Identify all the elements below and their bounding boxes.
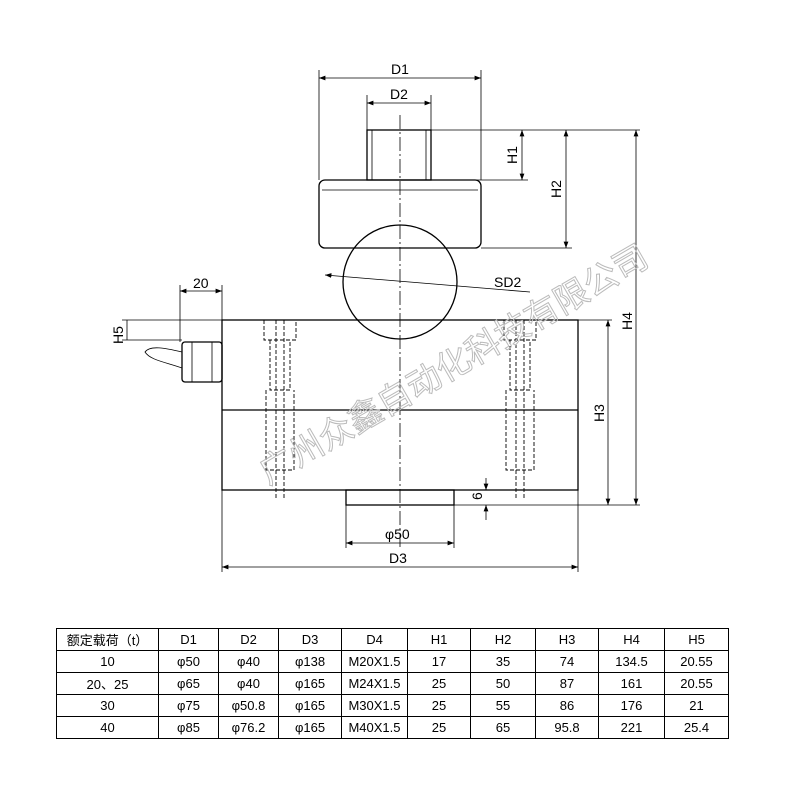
table-cell: 55 (470, 694, 536, 717)
table-cell: 50 (470, 672, 536, 695)
label-h4: H4 (619, 312, 635, 330)
table-cell: M24X1.5 (341, 672, 408, 695)
table-cell: 25 (407, 672, 471, 695)
table-cell: 17 (407, 650, 471, 673)
table-cell: φ65 (158, 672, 219, 695)
label-phi50: φ50 (385, 526, 410, 542)
table-cell: φ76.2 (218, 716, 279, 739)
table-cell: 10 (56, 650, 159, 673)
table-cell: 25 (407, 716, 471, 739)
table-cell: 20、25 (56, 672, 159, 695)
table-header-row: 额定载荷（t） D1 D2 D3 D4 H1 H2 H3 H4 H5 (56, 628, 729, 651)
header-cell: H3 (535, 628, 599, 651)
watermark: 广州众鑫自动化科技有限公司 (253, 238, 655, 492)
header-cell: H5 (664, 628, 729, 651)
table-cell: 20.55 (664, 672, 729, 695)
table-cell: 87 (535, 672, 599, 695)
table-cell: φ165 (278, 694, 342, 717)
header-cell: D1 (158, 628, 219, 651)
table-cell: φ165 (278, 672, 342, 695)
label-h5: H5 (110, 326, 126, 344)
label-h1: H1 (504, 146, 520, 164)
header-cell: H4 (598, 628, 665, 651)
table-cell: 161 (598, 672, 665, 695)
label-d1: D1 (391, 61, 409, 77)
table-cell: φ165 (278, 716, 342, 739)
table-cell: φ40 (218, 672, 279, 695)
table-cell: φ85 (158, 716, 219, 739)
header-cell: D3 (278, 628, 342, 651)
table-cell: 86 (535, 694, 599, 717)
label-6: 6 (469, 492, 485, 500)
table-cell: 65 (470, 716, 536, 739)
table-cell: 176 (598, 694, 665, 717)
label-sd2: SD2 (494, 274, 521, 290)
table-cell: 40 (56, 716, 159, 739)
header-cell: D4 (341, 628, 408, 651)
label-h3: H3 (591, 404, 607, 422)
table-cell: 74 (535, 650, 599, 673)
table-cell: φ50 (158, 650, 219, 673)
table-cell: 25.4 (664, 716, 729, 739)
table-cell: 221 (598, 716, 665, 739)
header-cell: 额定载荷（t） (56, 628, 159, 651)
table-cell: M40X1.5 (341, 716, 408, 739)
label-h2: H2 (548, 180, 564, 198)
load-cell-drawing: D1 D2 H1 H2 H4 H3 H5 6 SD2 D3 φ50 20 广州众… (110, 61, 655, 572)
table-cell: 21 (664, 694, 729, 717)
header-cell: H1 (407, 628, 471, 651)
header-cell: H2 (470, 628, 536, 651)
table-cell: φ138 (278, 650, 342, 673)
table-cell: M30X1.5 (341, 694, 408, 717)
table-cell: φ75 (158, 694, 219, 717)
table-cell: M20X1.5 (341, 650, 408, 673)
table-cell: φ50.8 (218, 694, 279, 717)
table-cell: 25 (407, 694, 471, 717)
table-cell: 95.8 (535, 716, 599, 739)
table-cell: 20.55 (664, 650, 729, 673)
dimensions (122, 70, 640, 572)
label-20: 20 (193, 275, 209, 291)
table-cell: 30 (56, 694, 159, 717)
header-cell: D2 (218, 628, 279, 651)
table-cell: 35 (470, 650, 536, 673)
label-d3: D3 (389, 550, 407, 566)
label-d2: D2 (390, 86, 408, 102)
table-cell: φ40 (218, 650, 279, 673)
table-cell: 134.5 (598, 650, 665, 673)
